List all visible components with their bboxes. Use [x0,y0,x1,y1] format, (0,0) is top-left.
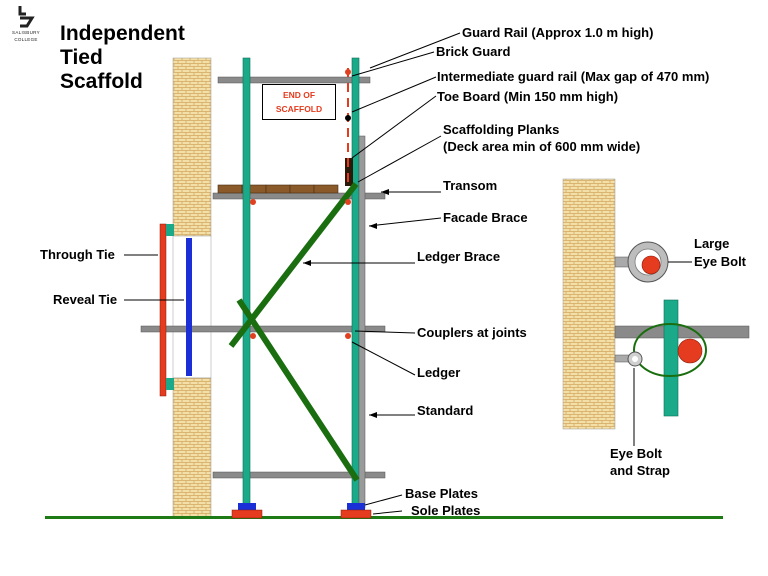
title-line-1: Independent [60,22,185,45]
through-tie-bar [159,223,167,397]
eye-bolt-shaft [614,354,630,363]
end-sign-line-1: END OF [282,90,316,100]
label-ledger-brace: Ledger Brace [417,249,501,264]
coupler [250,333,256,339]
sole-plate [340,509,372,519]
ledger-middle [140,325,386,333]
reveal-tie-bar [186,238,192,376]
logo-sub: COLLEGE [14,37,38,42]
coupler [250,199,256,205]
label-eye-bolt-strap-1: Eye Bolt [610,446,663,461]
label-large-eye-bolt-2: Eye Bolt [694,254,747,269]
coupler [345,199,351,205]
ground-line [45,516,723,519]
label-toe-board: Toe Board (Min 150 mm high) [437,89,619,104]
through-tie-end-top [166,224,174,236]
title-line-2: Tied [60,46,103,69]
strapped-tube [677,338,703,364]
label-transom: Transom [443,178,498,193]
standard-inner [242,57,251,509]
detail-standard [663,299,679,417]
label-brick-guard: Brick Guard [436,44,511,59]
ledger-bottom [212,471,386,479]
detail-brick-wall [562,178,616,430]
eye-bolt-hole [632,356,638,362]
sole-plate [231,509,263,519]
large-eye-bolt-tube [641,255,661,275]
logo-mark-icon [18,6,35,28]
leader-lines [124,32,692,515]
through-tie-end-bottom [166,378,174,390]
label-facade-brace: Facade Brace [443,210,528,225]
brick-wall-lower [172,377,212,519]
label-through-tie: Through Tie [40,247,115,262]
guard-rail-pipe [217,76,371,84]
label-planks-1: Scaffolding Planks [443,122,560,137]
label-reveal-tie: Reveal Tie [53,292,118,307]
end-of-scaffold-sign: END OF SCAFFOLD [262,84,336,120]
standard-grey [358,135,366,509]
label-guard-rail: Guard Rail (Approx 1.0 m high) [462,25,654,40]
title-line-3: Scaffold [60,70,143,93]
label-large-eye-bolt-1: Large [694,236,730,251]
strap [633,323,707,377]
logo-name: SALISBURY [12,30,40,35]
coupler [345,333,351,339]
standard-outer [351,57,360,509]
label-planks-2: (Deck area min of 600 mm wide) [443,139,641,154]
label-ledger: Ledger [417,365,461,380]
toe-board [345,158,353,186]
brick-wall-upper [172,57,212,237]
coupler [345,69,351,75]
coupler [345,115,351,121]
arrowheads [303,189,389,418]
base-plate [238,503,256,510]
label-standard: Standard [417,403,474,418]
label-sole-plates: Sole Plates [411,503,481,518]
base-plate [347,503,365,510]
end-sign-line-2: SCAFFOLD [275,104,323,114]
label-couplers: Couplers at joints [417,325,527,340]
ledger-brace [236,298,360,482]
label-eye-bolt-strap-2: and Strap [610,463,670,478]
college-logo: SALISBURY COLLEGE [6,4,46,46]
label-base-plates: Base Plates [405,486,478,501]
label-intermediate-guard-rail: Intermediate guard rail (Max gap of 470 … [437,69,710,84]
detail-horizontal-tube [614,325,750,339]
diagram-title: Independent Tied Scaffold [60,22,185,94]
scaffolding-planks [217,184,339,194]
